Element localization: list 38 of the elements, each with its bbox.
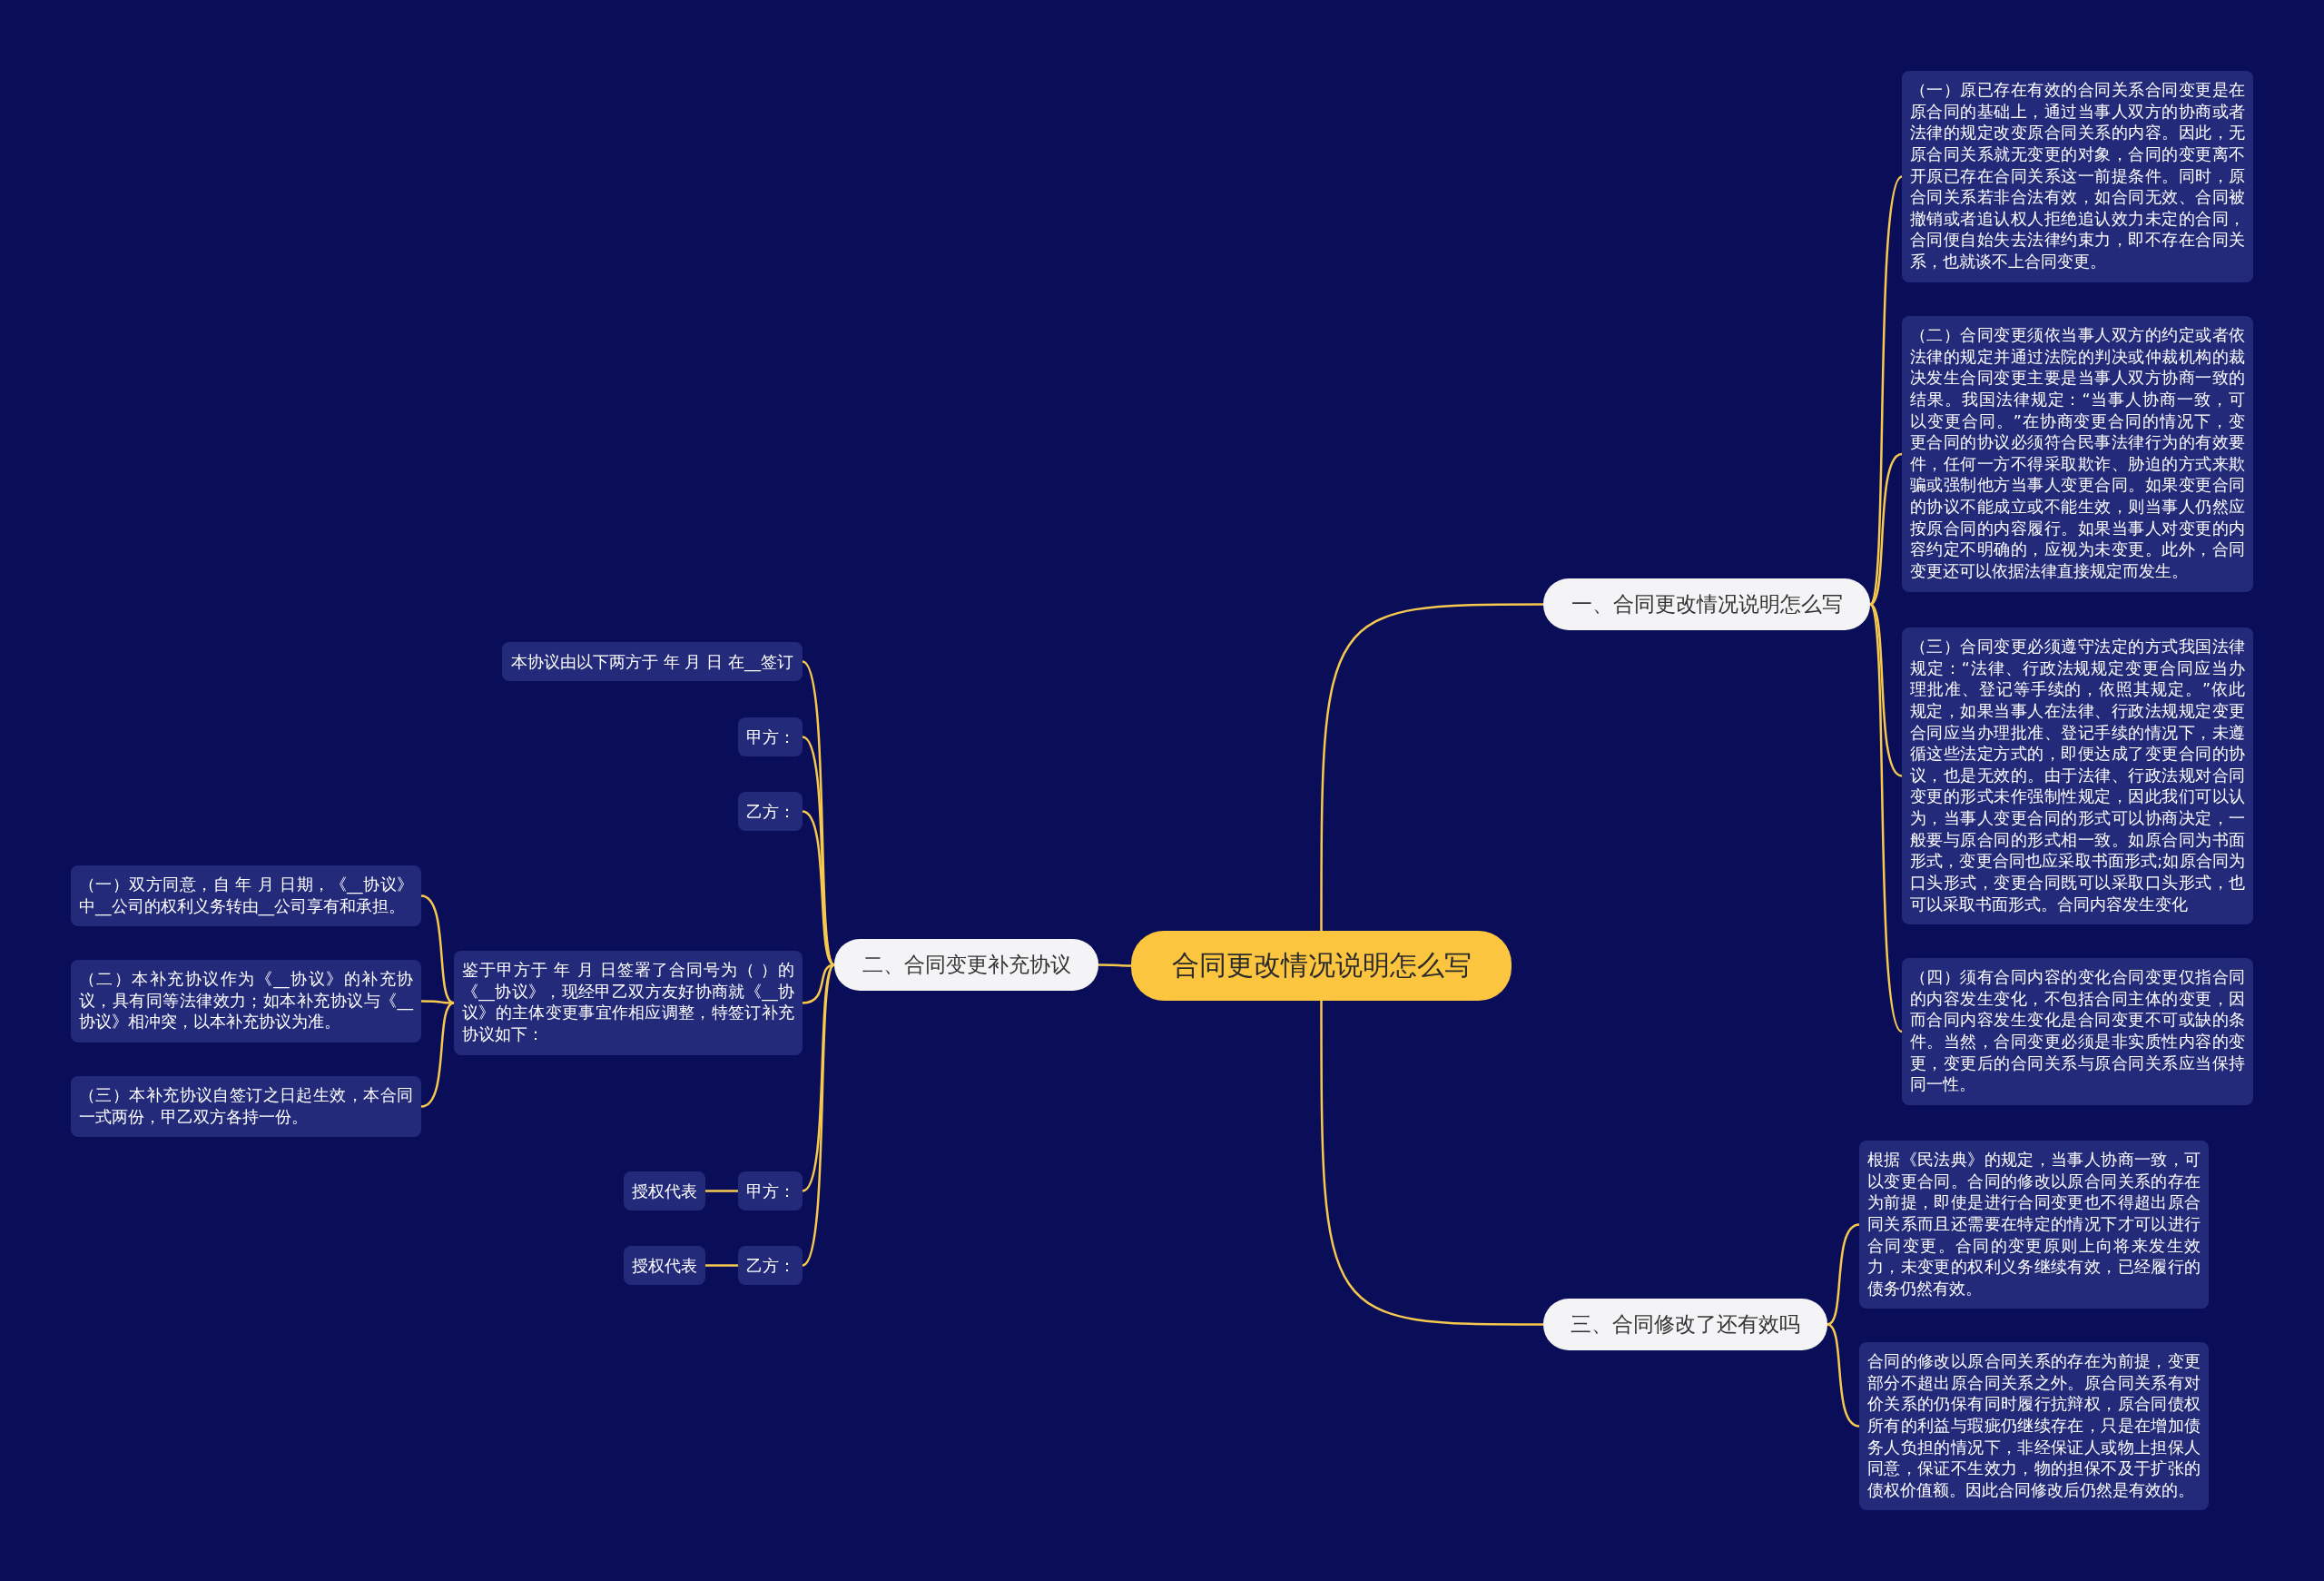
connector-line <box>1868 603 1903 1033</box>
connector-line <box>421 1000 454 1004</box>
connector-line <box>1868 175 1903 606</box>
text-card: （一）原已存在有效的合同关系合同变更是在原合同的基础上，通过当事人双方的协商或者法律的规定改变原合同关系的内容。因此，无原合同关系就无变更的对象，合同的变更离不开原已存在合同关系这一前提条件。同时，原合同关系若非合法有效，如合同无效、合同被撤销或者追认权人拒绝追认效力未定的合同，合同便自始失去法律约束力，即不存在合同关系，也就谈不上合同变更。 <box>1902 71 2253 282</box>
connector-line <box>802 736 835 966</box>
branch-topic: 三、合同修改了还有效吗 <box>1543 1299 1827 1350</box>
connector-line <box>1827 1323 1860 1428</box>
branch-topic: 二、合同变更补充协议 <box>834 939 1098 991</box>
text-card: 甲方： <box>738 717 803 757</box>
connector-line <box>802 963 835 1192</box>
text-card: （四）须有合同内容的变化合同变更仅指合同的内容发生变化，不包括合同主体的变更，因而合同内容发生变化是合同变更不可或缺的条件。当然，合同变更必须是非实质性内容的变更，变更后的合同关系与原合同关系应当保持同一性。 <box>1902 958 2253 1105</box>
text-card: 合同的修改以原合同关系的存在为前提，变更部分不超出原合同关系之外。原合同关系有对价关系的仍保有同时履行抗辩权，原合同债权所有的利益与瑕疵仍继续存在，只是在增加债务人负担的情况下，非经保证人或物上担保人同意，保证不生效力，物的担保不及于扩张的债权价值额。因此合同修改后仍然是有效的。 <box>1859 1342 2209 1511</box>
text-card: 根据《民法典》的规定，当事人协商一致，可以变更合同。合同的修改以原合同关系的存在为前提，即使是进行合同变更也不得超出原合同关系而且还需要在特定的情况下才可以进行合同变更。合同的变更原则上向将来发生效力，未变更的权利义务继续有效，已经履行的债务仍然有效。 <box>1859 1141 2209 1309</box>
text-card: （一）双方同意，自 年 月 日期，《__协议》中__公司的权利义务转由__公司享有和承担。 <box>71 865 421 927</box>
connector-line <box>705 1190 738 1192</box>
connector-line <box>1869 452 1903 606</box>
text-card: 授权代表 <box>624 1246 705 1286</box>
text-card: 甲方： <box>738 1171 803 1211</box>
connector-line <box>1869 603 1903 777</box>
connector-line <box>1098 963 1131 967</box>
text-card: （二）合同变更须依当事人双方的约定或者依法律的规定并通过法院的判决或仲裁机构的裁决发生合同变更主要是当事人双方协商一致的结果。我国法律规定：“当事人协商一致，可以变更合同。”在协商变更合同的情况下，变更合同的协议必须符合民事法律行为的有效要件，任何一方不得采取欺诈、胁迫的方式来欺骗或强制他方当事人变更合同。如果变更合同的协议不能成立或不能生效，则当事人仍然应按原合同的内容履行。如果当事人对变更的内容约定不明确的，应视为未变更。此外，合同变更还可以依据法律直接规定而发生。 <box>1902 316 2253 592</box>
text-card: （三）本补充协议自签订之日起生效，本合同一式两份，甲乙双方各持一份。 <box>71 1076 421 1138</box>
text-card: （二）本补充协议作为《__协议》的补充协议，具有同等法律效力；如本补充协议与《__协议》相冲突，以本补充协议为准。 <box>71 960 421 1042</box>
text-card: （三）合同变更必须遵守法定的方式我国法律规定：“法律、行政法规规定变更合同应当办理批准、登记等手续的，依照其规定。”依此规定，如果当事人在法律、行政法规规定变更合同应当办理批准、登记手续的情况下，未遵循这些法定方式的，即便达成了变更合同的协议，也是无效的。由于法律、行政法规对合同变更的形式未作强制性规定，因此我们可以认为，当事人变更合同的形式可以协商决定，一般要与原合同的形式相一致。如原合同为书面形式，变更合同也应采取书面形式;如原合同为口头形式，变更合同既可以采取口头形式，也可以采取书面形式。合同内容发生变化 <box>1902 627 2253 925</box>
connector-line <box>420 894 455 1004</box>
connector-line <box>1320 1001 1543 1326</box>
text-card: 授权代表 <box>624 1171 705 1211</box>
branch-topic: 一、合同更改情况说明怎么写 <box>1543 578 1870 630</box>
connector-line <box>705 1264 738 1267</box>
text-card: 乙方： <box>738 1246 803 1286</box>
text-card: 本协议由以下两方于 年 月 日 在__签订 <box>502 642 803 682</box>
connector-line <box>1827 1223 1860 1326</box>
connector-line <box>802 963 836 1267</box>
connector-line <box>420 1002 455 1108</box>
central-topic: 合同更改情况说明怎么写 <box>1131 931 1512 1001</box>
text-card: 鉴于甲方于 年 月 日签署了合同号为（ ）的《__协议》，现经甲乙双方友好协商就《__协议》的主体变更事宜作相应调整，特签订补充协议如下： <box>454 951 803 1055</box>
text-card: 乙方： <box>738 792 803 832</box>
connector-line <box>1320 603 1543 931</box>
